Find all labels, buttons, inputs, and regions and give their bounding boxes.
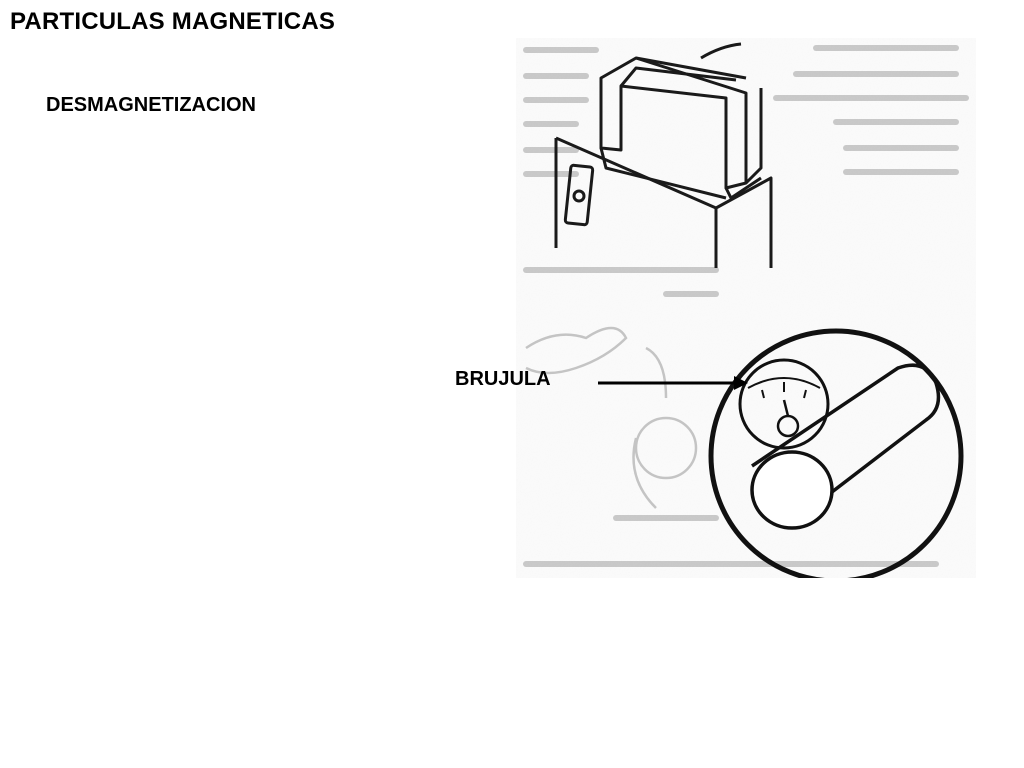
demagnetization-illustration: [516, 38, 976, 578]
illustration-svg: [516, 38, 976, 578]
callout-label: BRUJULA: [455, 368, 551, 390]
faded-text-lines: [523, 45, 969, 567]
slide-title: PARTICULAS MAGNETICAS: [10, 8, 336, 35]
faded-hand-sketch: [525, 326, 698, 509]
yoke-device: [554, 42, 773, 268]
slide-subtitle: DESMAGNETIZACION: [46, 94, 256, 116]
arrow-right-icon: [598, 376, 748, 390]
magnified-view: [708, 328, 964, 578]
